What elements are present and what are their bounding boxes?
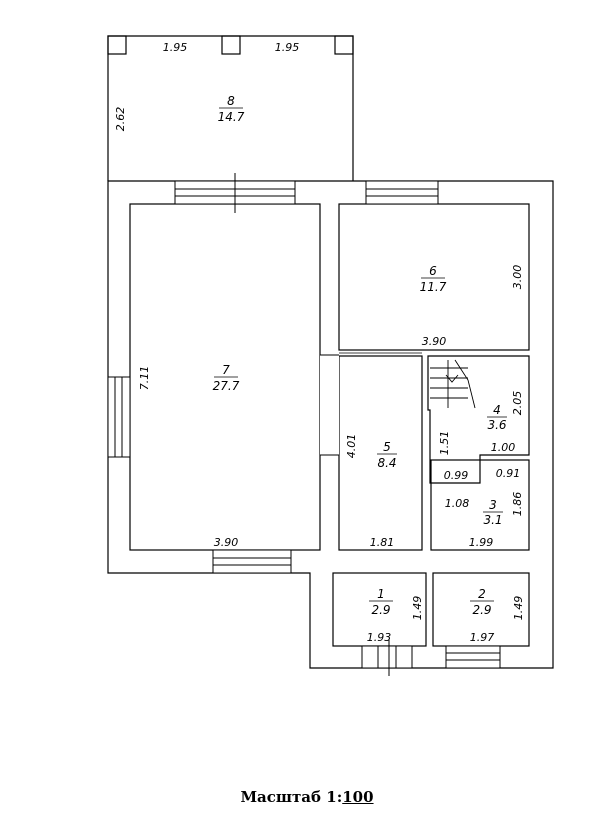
room-label-6: 6 11.7 (420, 264, 447, 294)
room-4-number: 4 (493, 403, 501, 417)
dim-room-5-bottom: 1.81 (370, 536, 395, 549)
scale-value: 100 (342, 788, 374, 806)
dim-room-3-bottom: 1.99 (469, 536, 494, 549)
terrace-post-right (334, 35, 354, 55)
dim-terrace-top-left: 1.95 (163, 41, 188, 54)
door-room-5-left (320, 354, 339, 456)
dim-terrace-side: 2.62 (114, 107, 127, 132)
dim-091: 0.91 (496, 467, 521, 480)
room-label-7: 7 27.7 (213, 363, 240, 393)
scale-label: Масштаб 1: (240, 788, 343, 806)
window-room-7-bottom (212, 549, 292, 574)
dim-room-5-side: 4.01 (345, 434, 358, 459)
terrace-post-middle (221, 35, 241, 55)
room-1-number: 1 (377, 587, 385, 601)
room-8-area: 14.7 (218, 110, 245, 124)
dim-room-3-left: 1.08 (445, 497, 470, 510)
dim-room-1-bottom: 1.93 (367, 631, 392, 644)
room-label-5: 5 8.4 (377, 440, 397, 470)
room-label-1: 1 2.9 (369, 587, 393, 617)
room-label-2: 2 2.9 (470, 587, 494, 617)
dim-room-3-side: 1.86 (511, 492, 524, 517)
outer-wall (107, 180, 554, 669)
dim-room-2-bottom: 1.97 (470, 631, 495, 644)
dim-room-2-side: 1.49 (512, 596, 525, 621)
room-4-area: 3.6 (487, 418, 506, 432)
room-5-area: 8.4 (377, 456, 396, 470)
room-2-number: 2 (478, 587, 486, 601)
room-1-area: 2.9 (371, 603, 390, 617)
terrace-post-left (107, 35, 127, 55)
window-room-2-bottom (445, 645, 501, 669)
dim-room-7-bottom: 3.90 (214, 536, 239, 549)
room-label-3: 3 3.1 (483, 498, 503, 527)
room-4-outline (427, 355, 530, 484)
scale-caption: Масштаб 1:100 (0, 788, 614, 806)
room-2-area: 2.9 (472, 603, 491, 617)
room-label-4: 4 3.6 (487, 403, 507, 432)
dim-room-4-bottom: 1.00 (491, 441, 516, 454)
window-room-6-top (365, 180, 439, 205)
staircase (430, 359, 476, 409)
dim-room-6-side: 3.00 (511, 265, 524, 290)
window-room-7-left (107, 376, 131, 458)
terrace-outline (107, 35, 354, 181)
dim-terrace-top-right: 1.95 (275, 41, 300, 54)
room-3-outline (430, 459, 530, 551)
dim-room-4-side: 2.05 (511, 391, 524, 416)
dim-room-1-side: 1.49 (411, 596, 424, 621)
room-6-area: 11.7 (420, 280, 447, 294)
dim-room-7-side: 7.11 (138, 366, 151, 391)
door-room-1 (361, 640, 413, 676)
dim-099: 0.99 (444, 469, 469, 482)
room-8-number: 8 (227, 94, 235, 108)
dim-room-6-bottom: 3.90 (422, 335, 447, 348)
dim-room-4-stair: 1.51 (438, 431, 451, 456)
room-3-number: 3 (489, 498, 497, 512)
room-5-number: 5 (383, 440, 391, 454)
room-6-number: 6 (429, 264, 437, 278)
room-7-number: 7 (222, 363, 230, 377)
room-3-area: 3.1 (483, 513, 502, 527)
room-7-area: 27.7 (213, 379, 240, 393)
room-label-8: 8 14.7 (218, 94, 245, 124)
